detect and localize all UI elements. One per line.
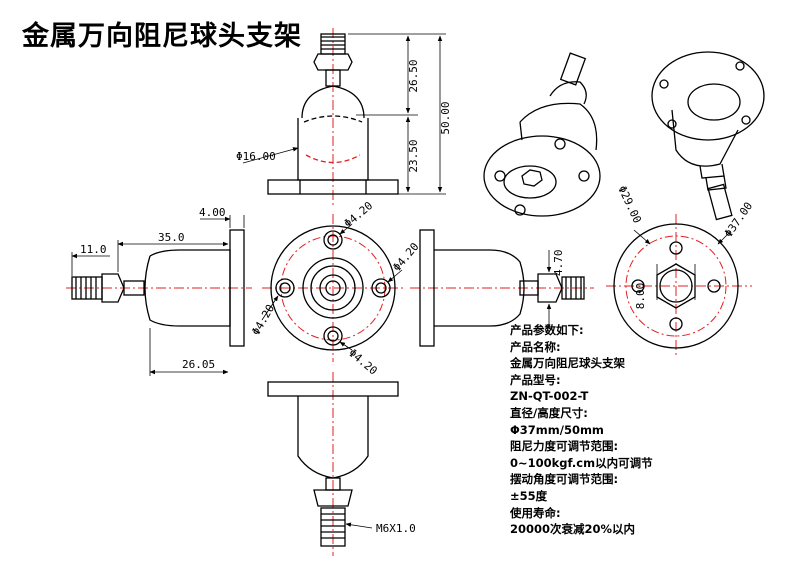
top-view	[242, 28, 446, 206]
right-view	[410, 229, 594, 347]
spec-sheet: 产品参数如下: 产品名称: 金属万向阻尼球头支架 产品型号: ZN-QT-002…	[510, 322, 800, 538]
dim-35-0: 35.0	[158, 231, 185, 244]
thread-label: M6X1.0	[376, 522, 416, 535]
dim-8-00: 8.00	[634, 283, 647, 310]
dim-phi16: Φ16.00	[236, 150, 276, 163]
spec-life-value: 20000次衰减20%以内	[510, 522, 636, 537]
spec-name-value: 金属万向阻尼球头支架	[510, 356, 625, 371]
dim-11-0: 11.0	[80, 243, 107, 256]
spec-angle-value: ±55度	[510, 488, 548, 503]
dim-4-00: 4.00	[199, 206, 226, 219]
spec-damping-value: 0~100kgf.cm以内可调节	[510, 455, 653, 470]
spec-angle-label: 摆动角度可调节范围:	[510, 472, 619, 487]
dim-phi37: Φ37.00	[722, 200, 755, 240]
spec-size-value: Φ37mm/50mm	[510, 422, 604, 437]
dim-4-70: 4.70	[552, 250, 565, 277]
dim-26-05: 26.05	[182, 358, 215, 371]
dim-phi4-bottom: Φ4.20	[346, 346, 380, 377]
spec-damping-label: 阻尼力度可调节范围:	[510, 439, 619, 454]
front-face-view	[261, 214, 404, 362]
spec-header: 产品参数如下:	[510, 323, 584, 337]
dim-phi4-left: Φ4.20	[249, 302, 277, 337]
spec-life-label: 使用寿命:	[510, 505, 561, 520]
dim-phi4-right: Φ4.20	[390, 240, 421, 274]
rear-face-view	[606, 214, 752, 358]
spec-name-label: 产品名称:	[510, 339, 561, 354]
spec-model-value: ZN-QT-002-T	[510, 389, 589, 404]
iso-view-1	[483, 52, 601, 217]
spec-model-label: 产品型号:	[510, 372, 561, 387]
dim-50-00: 50.00	[439, 101, 452, 134]
left-view	[66, 215, 252, 376]
dim-phi29: Φ29.00	[615, 184, 644, 226]
dim-phi4-top: Φ4.20	[342, 199, 376, 230]
dim-26-50: 26.50	[407, 59, 420, 92]
iso-view-2	[651, 51, 765, 221]
bottom-view	[267, 372, 399, 556]
page-title: 金属万向阻尼球头支架	[22, 21, 302, 52]
spec-size-label: 直径/高度尺寸:	[510, 405, 588, 420]
dim-23-50: 23.50	[407, 139, 420, 172]
